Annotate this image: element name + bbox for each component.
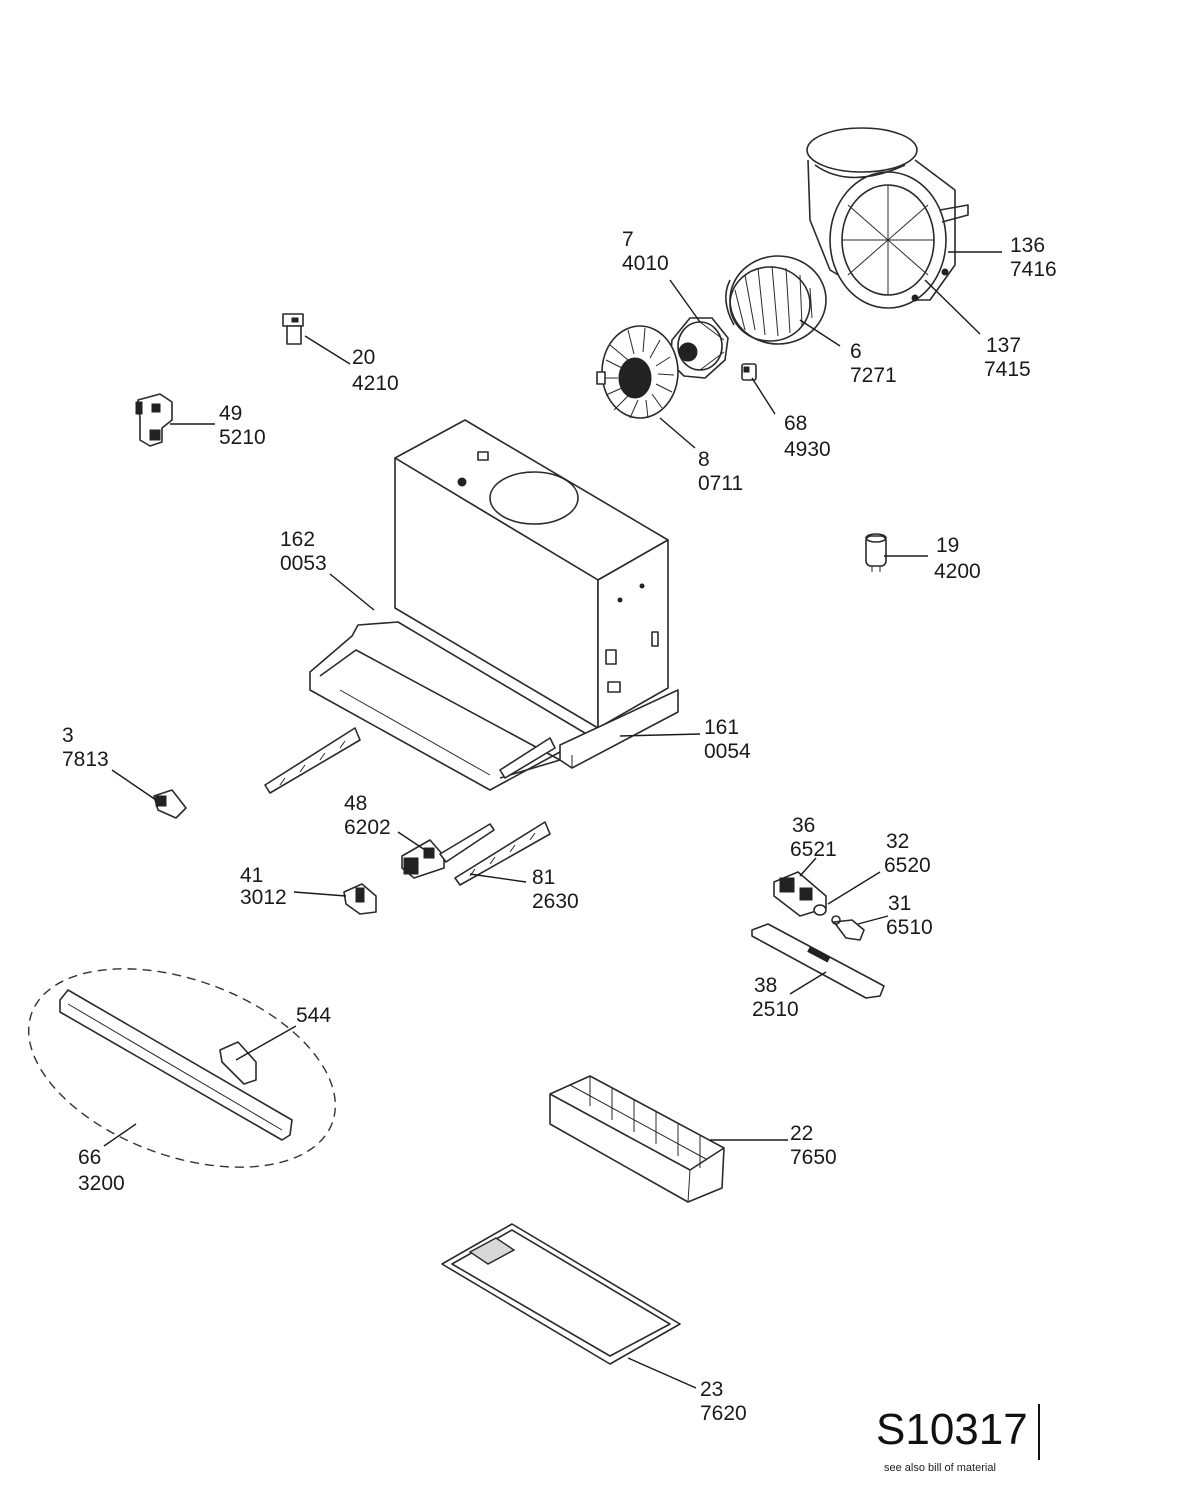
label-8-id: 8 [698,448,710,471]
drawing-code-bar [1038,1404,1040,1460]
label-22-id: 22 [790,1122,813,1145]
label-49-id: 49 [219,402,242,425]
label-544-id: 544 [296,1004,331,1027]
label-161-id: 161 [704,716,739,739]
label-32-id: 32 [886,830,909,853]
label-66-code: 3200 [78,1172,125,1195]
label-68-id: 68 [784,412,807,435]
part-labels: 136 7416 137 7415 7 4010 6 7271 20 4210 … [62,228,1057,1425]
label-3-id: 3 [62,724,74,747]
label-136-code: 7416 [1010,258,1057,281]
label-48-code: 6202 [344,816,391,839]
label-162-id: 162 [280,528,315,551]
label-162-code: 0053 [280,552,327,575]
light-cover-drawing [751,923,885,999]
fan-grill-drawing [596,325,679,419]
label-136-id: 136 [1010,234,1045,257]
label-48-id: 48 [344,792,367,815]
label-38-code: 2510 [752,998,799,1021]
part-49-drawing [135,393,173,447]
label-41-id: 41 [240,864,263,887]
part-68-drawing [741,363,757,381]
label-32-code: 6520 [884,854,931,877]
carbon-filter-drawing [441,1223,681,1365]
label-137-code: 7415 [984,358,1031,381]
label-23-id: 23 [700,1378,723,1401]
bulb-drawing [831,915,865,941]
drawing-code: S10317 [876,1405,1028,1454]
label-38-id: 38 [754,974,777,997]
label-23-code: 7620 [700,1402,747,1425]
label-66-id: 66 [78,1146,101,1169]
label-22-code: 7650 [790,1146,837,1169]
label-31-id: 31 [888,892,911,915]
part-41-drawing [343,883,377,915]
label-6-id: 6 [850,340,862,363]
leader-lines [103,251,1002,1389]
label-81-code: 2630 [532,890,579,913]
label-161-code: 0054 [704,740,751,763]
label-81-id: 81 [532,866,555,889]
label-31-code: 6510 [886,916,933,939]
part-19-drawing [865,533,887,572]
label-3-code: 7813 [62,748,109,771]
label-20-code: 4210 [352,372,399,395]
label-41-code: 3012 [240,886,287,909]
label-137-id: 137 [986,334,1021,357]
rail-right-drawing [499,737,556,779]
label-6-code: 7271 [850,364,897,387]
front-trim-drawing [27,968,337,1168]
label-36-id: 36 [792,814,815,837]
label-20-id: 20 [352,346,375,369]
label-36-code: 6521 [790,838,837,861]
hood-body-drawing [309,419,679,791]
rail-left-drawing [264,727,361,794]
part-20-drawing [282,313,304,345]
label-68-code: 4930 [784,438,831,461]
grease-filter-drawing [549,1075,725,1203]
label-49-code: 5210 [219,426,266,449]
label-8-code: 0711 [698,472,743,495]
label-19-code: 4200 [934,560,981,583]
rail-81-drawing [454,821,551,886]
label-19-id: 19 [936,534,959,557]
footnote: see also bill of material [884,1462,996,1474]
part-3-drawing [153,789,187,819]
label-7-code: 4010 [622,252,669,275]
blower-housing-drawing [806,127,969,309]
part-48-drawing [401,823,495,879]
lamp-holder-drawing [773,871,827,917]
label-7-id: 7 [622,228,634,251]
impeller-drawing [725,255,827,345]
